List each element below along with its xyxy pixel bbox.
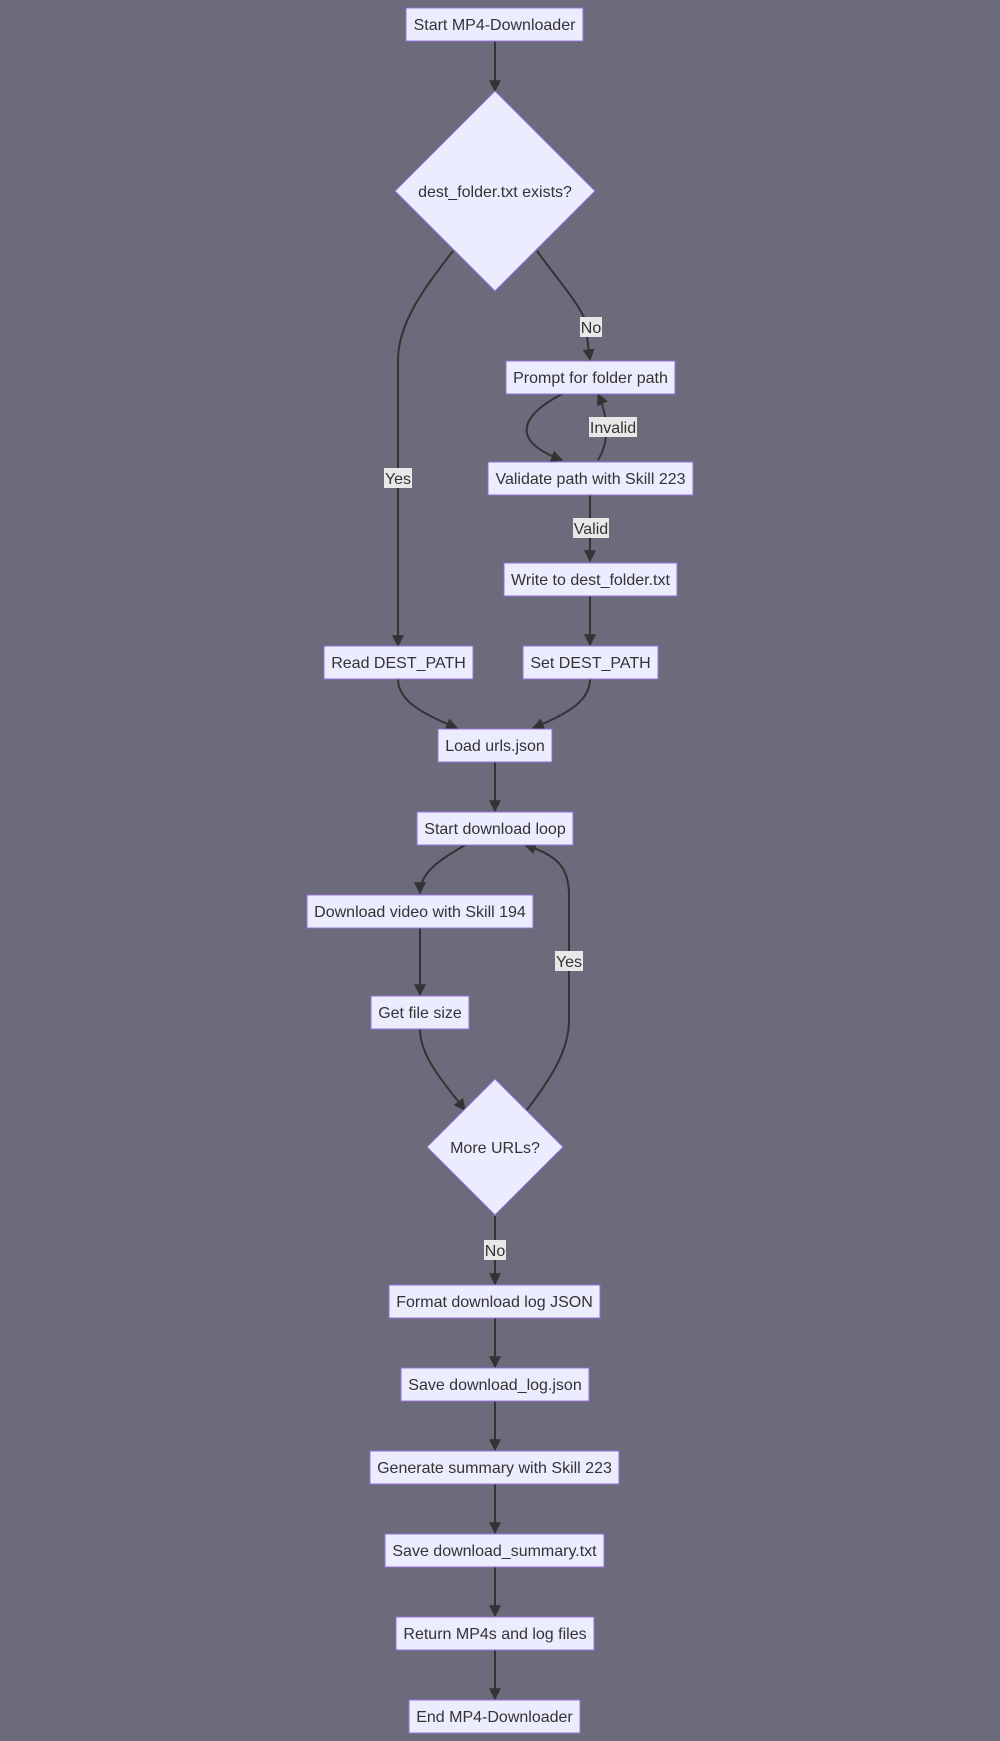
edge-label-valid: Valid xyxy=(573,518,609,538)
node-start-loop: Start download loop xyxy=(416,811,574,846)
node-save-log-text: Save download_log.json xyxy=(408,1377,581,1394)
edge-label-invalid-text: Invalid xyxy=(590,420,636,437)
edge-set-to-load xyxy=(531,678,591,730)
node-set-dest: Set DEST_PATH xyxy=(522,645,659,680)
edge-label-invalid: Invalid xyxy=(589,417,637,437)
node-load-urls-text: Load urls.json xyxy=(445,738,545,755)
node-file-size: Get file size xyxy=(370,995,470,1030)
node-prompt-text: Prompt for folder path xyxy=(513,370,668,387)
node-load-urls: Load urls.json xyxy=(437,728,553,763)
node-validate-text: Validate path with Skill 223 xyxy=(495,471,685,488)
node-check-dest-text: dest_folder.txt exists? xyxy=(418,184,572,201)
node-start-loop-text: Start download loop xyxy=(424,821,566,838)
node-save-log: Save download_log.json xyxy=(400,1367,590,1402)
edge-label-no-dest: No xyxy=(580,317,602,337)
edge-label-yes-dest: Yes xyxy=(384,468,412,488)
edge-more-to-loop xyxy=(523,842,570,1111)
edge-prompt-to-validate xyxy=(525,393,564,462)
edge-loop-to-download xyxy=(414,844,466,895)
node-save-summary: Save download_summary.txt xyxy=(384,1533,605,1568)
node-more-urls: More URLs? xyxy=(426,1078,564,1216)
node-read-dest: Read DEST_PATH xyxy=(323,645,474,680)
edge-label-yes-dest-text: Yes xyxy=(385,471,411,488)
node-format-log-text: Format download log JSON xyxy=(396,1294,593,1311)
edges xyxy=(392,41,608,1701)
node-download: Download video with Skill 194 xyxy=(306,894,534,929)
edge-label-yes-more-text: Yes xyxy=(556,954,582,971)
node-gen-summary: Generate summary with Skill 223 xyxy=(369,1450,620,1485)
node-more-urls-text: More URLs? xyxy=(450,1140,540,1157)
node-start: Start MP4-Downloader xyxy=(405,7,584,42)
node-end: End MP4-Downloader xyxy=(408,1699,581,1734)
node-download-text: Download video with Skill 194 xyxy=(314,904,526,921)
node-return-files-text: Return MP4s and log files xyxy=(403,1626,586,1643)
node-set-dest-text: Set DEST_PATH xyxy=(530,655,650,672)
edge-check-to-read xyxy=(392,250,454,648)
node-check-dest: dest_folder.txt exists? xyxy=(394,90,596,292)
node-read-dest-text: Read DEST_PATH xyxy=(331,655,466,672)
edge-read-to-load xyxy=(397,678,459,730)
node-write-dest: Write to dest_folder.txt xyxy=(503,562,678,597)
node-return-files: Return MP4s and log files xyxy=(395,1616,595,1651)
edge-label-yes-more: Yes xyxy=(555,951,583,971)
node-gen-summary-text: Generate summary with Skill 223 xyxy=(377,1460,612,1477)
node-write-dest-text: Write to dest_folder.txt xyxy=(511,572,670,589)
nodes: Start MP4-Downloader dest_folder.txt exi… xyxy=(306,7,694,1734)
edge-label-valid-text: Valid xyxy=(574,521,608,538)
edge-check-to-prompt xyxy=(536,250,595,362)
edge-label-no-more-text: No xyxy=(485,1243,506,1260)
node-save-summary-text: Save download_summary.txt xyxy=(392,1543,597,1560)
node-file-size-text: Get file size xyxy=(378,1005,462,1022)
node-validate: Validate path with Skill 223 xyxy=(487,461,694,496)
edge-label-no-more: No xyxy=(484,1240,506,1260)
node-prompt: Prompt for folder path xyxy=(505,360,676,395)
node-end-text: End MP4-Downloader xyxy=(416,1709,573,1726)
edge-labels: No Yes Invalid Valid Yes No xyxy=(384,317,637,1260)
edge-filesize-to-more xyxy=(419,1028,466,1111)
node-start-text: Start MP4-Downloader xyxy=(414,17,577,34)
edge-label-no-dest-text: No xyxy=(581,320,602,337)
node-format-log: Format download log JSON xyxy=(388,1284,601,1319)
